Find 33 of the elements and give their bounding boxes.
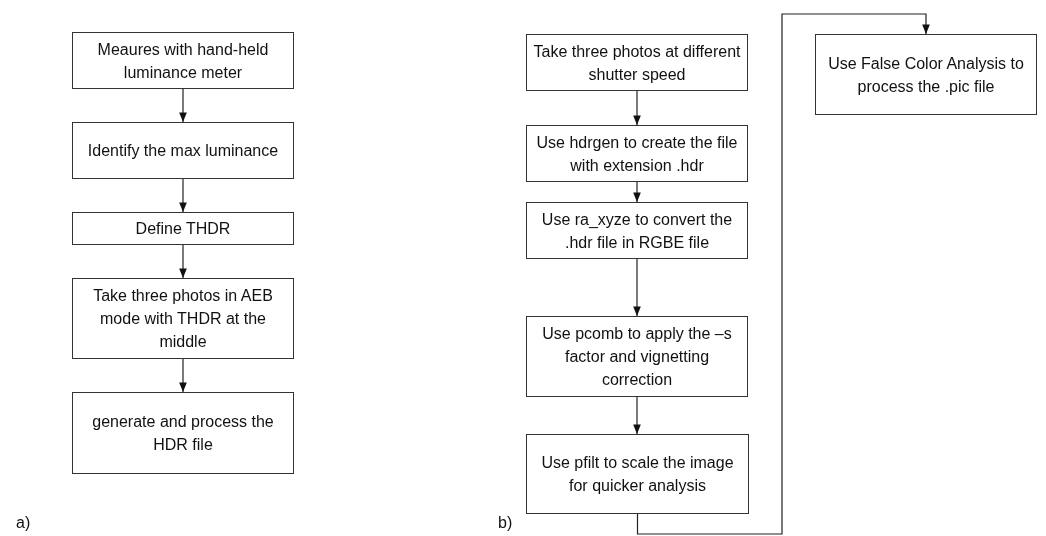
panel-label: a) (16, 514, 31, 532)
process-box (72, 392, 294, 474)
arrow (633, 258, 641, 317)
arrow (179, 178, 187, 213)
process-box (526, 316, 748, 397)
process-box (815, 34, 1037, 115)
panel-label: b) (498, 514, 513, 532)
step-text: Use False Color Analysis to process the .pic file (827, 53, 1025, 97)
step-text: Meaures with hand-held luminance meter (96, 39, 270, 83)
arrow (633, 90, 641, 126)
arrow (633, 396, 641, 435)
process-box (72, 122, 294, 179)
arrow (179, 244, 187, 279)
process-box (72, 278, 294, 359)
step-text: Use pcomb to apply the –s factor and vignetting correction (541, 324, 733, 390)
arrow (179, 88, 187, 123)
process-box (526, 34, 748, 91)
process-box (526, 434, 749, 514)
process-box (526, 125, 748, 182)
step-text: Use hdrgen to create the file with extension .hdr (535, 132, 739, 176)
process-box (526, 202, 748, 259)
step-text: Identify the max luminance (87, 141, 279, 161)
step-text: Take three photos in AEB mode with THDR at the middle (92, 286, 274, 352)
step-text: Use pfilt to scale the image for quicker analysis (540, 453, 735, 496)
arrow (633, 181, 641, 203)
arrow (179, 358, 187, 393)
step-text: generate and process the HDR file (91, 412, 275, 455)
process-box (72, 32, 294, 89)
step-text: Use ra_xyze to convert the .hdr file in RGBE file (540, 209, 734, 253)
step-text: Take three photos at different shutter speed (533, 41, 741, 85)
step-text: Define THDR (135, 219, 231, 239)
arrow (636, 13, 930, 535)
process-box (72, 212, 294, 245)
